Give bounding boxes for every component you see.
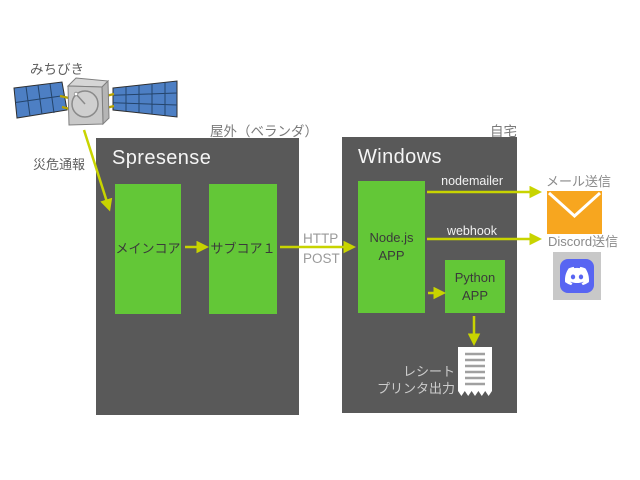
sub-core-label: サブコア１ (210, 241, 276, 256)
main-core-label: メインコア (115, 241, 181, 256)
python-app-node: Python APP (445, 260, 505, 313)
http-post-line1: HTTP (303, 231, 339, 246)
disaster-alert-label: 災危通報 (33, 157, 86, 172)
michibiki-label: みちびき (30, 62, 84, 77)
spresense-title: Spresense (112, 147, 212, 169)
windows-pc-box: Windows Node.js APP Python APP nodemaile… (342, 137, 517, 413)
python-app-label-line1: Python (454, 269, 496, 285)
michibiki-satellite-icon (13, 77, 178, 126)
main-core-node: メインコア (115, 184, 181, 314)
discord-logo-glyph (565, 266, 589, 286)
nodemailer-label: nodemailer (441, 174, 503, 188)
spresense-board-box: Spresense メインコア サブコア１ (96, 138, 299, 415)
satellite-right-panel (112, 80, 178, 118)
discord-icon (553, 252, 601, 300)
satellite-left-panel (13, 81, 68, 119)
discord-send-label: Discord送信 (548, 234, 619, 249)
nodejs-app-node: Node.js APP (358, 181, 425, 313)
mail-envelope-icon (547, 191, 602, 234)
webhook-label: webhook (446, 224, 497, 238)
nodejs-app-label-line1: Node.js (369, 230, 414, 245)
http-post-label: HTTP POST (303, 231, 343, 267)
windows-title: Windows (358, 146, 442, 168)
mail-send-label: メール送信 (546, 174, 612, 189)
home-location-label: 自宅 (490, 124, 517, 139)
nodejs-app-label-line2: APP (378, 248, 405, 263)
discord-app-tile (560, 259, 594, 293)
outdoor-location-label: 屋外（ベランダ） (210, 124, 318, 139)
receipt-label-line1: レシート (402, 364, 455, 379)
receipt-icon (458, 347, 492, 396)
sub-core-node: サブコア１ (209, 184, 277, 314)
receipt-printer-label: レシート プリンタ出力 (365, 363, 455, 397)
python-app-label-line2: APP (461, 287, 488, 303)
receipt-label-line2: プリンタ出力 (376, 381, 455, 396)
http-post-line2: POST (303, 251, 340, 266)
satellite-body (66, 77, 110, 126)
